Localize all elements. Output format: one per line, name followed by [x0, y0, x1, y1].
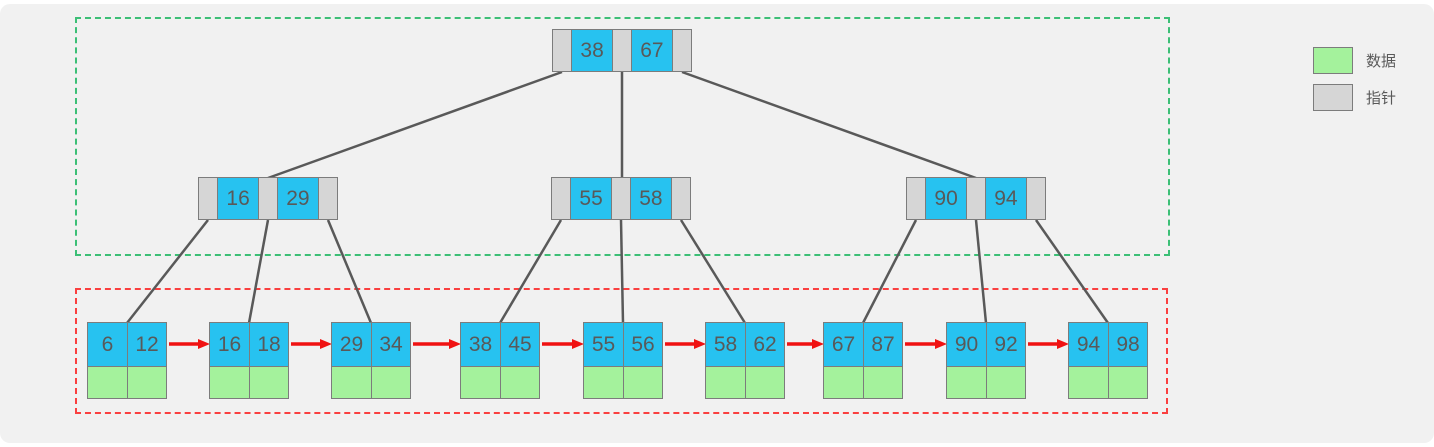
pointer-swatch-icon [1313, 84, 1353, 111]
leaf-node: 90 92 [946, 322, 1026, 399]
internal-node: 16 29 [198, 177, 338, 220]
leaf-node: 38 45 [460, 322, 540, 399]
data-cell [371, 366, 410, 398]
data-cell [500, 366, 539, 398]
pointer-cell [318, 178, 338, 219]
leaf-node: 29 34 [331, 322, 411, 399]
key-cell: 29 [332, 323, 371, 366]
legend-item-data: 数据 [1313, 47, 1396, 74]
pointer-cell [672, 30, 692, 71]
key-cell: 67 [824, 323, 863, 366]
root-edges [267, 70, 977, 180]
key-cell: 12 [127, 323, 166, 366]
legend-item-pointer: 指针 [1313, 84, 1396, 111]
key-cell: 29 [277, 178, 319, 219]
leaf-node: 58 62 [705, 322, 785, 399]
data-cell [88, 366, 127, 398]
key-cell: 92 [986, 323, 1025, 366]
key-cell: 87 [863, 323, 902, 366]
data-cell [584, 366, 623, 398]
pointer-cell [611, 178, 631, 219]
pointer-cell [199, 178, 218, 219]
key-cell: 6 [88, 323, 127, 366]
key-cell: 56 [623, 323, 662, 366]
key-cell: 55 [570, 178, 612, 219]
data-cell [706, 366, 745, 398]
data-cell [1108, 366, 1147, 398]
leaf-node: 67 87 [823, 322, 903, 399]
data-cell [332, 366, 371, 398]
data-cell [461, 366, 500, 398]
pointer-cell [1026, 178, 1046, 219]
legend-label: 指针 [1366, 90, 1397, 107]
data-cell [623, 366, 662, 398]
data-cell [824, 366, 863, 398]
key-cell: 67 [631, 30, 673, 71]
legend: 数据 指针 [1313, 47, 1396, 111]
internal-node: 90 94 [906, 177, 1046, 220]
key-cell: 90 [947, 323, 986, 366]
pointer-cell [258, 178, 278, 219]
diagram-canvas: 38 67 16 29 55 58 90 94 [0, 4, 1434, 443]
key-cell: 34 [371, 323, 410, 366]
key-cell: 62 [745, 323, 784, 366]
key-cell: 94 [1069, 323, 1108, 366]
pointer-cell [671, 178, 691, 219]
data-cell [947, 366, 986, 398]
key-cell: 55 [584, 323, 623, 366]
data-cell [745, 366, 784, 398]
leaf-node: 6 12 [87, 322, 167, 399]
data-cell [249, 366, 288, 398]
data-cell [127, 366, 166, 398]
internal-edges [126, 219, 1110, 324]
key-cell: 98 [1108, 323, 1147, 366]
leaf-node: 16 18 [209, 322, 289, 399]
root-node: 38 67 [552, 29, 692, 72]
internal-node: 55 58 [551, 177, 691, 220]
pointer-cell [552, 178, 571, 219]
pointer-cell [553, 30, 572, 71]
data-cell [863, 366, 902, 398]
key-cell: 45 [500, 323, 539, 366]
pointer-cell [907, 178, 926, 219]
key-cell: 18 [249, 323, 288, 366]
key-cell: 58 [706, 323, 745, 366]
data-cell [1069, 366, 1108, 398]
data-cell [210, 366, 249, 398]
legend-label: 数据 [1366, 53, 1397, 70]
key-cell: 90 [925, 178, 967, 219]
key-cell: 16 [210, 323, 249, 366]
leaf-node: 55 56 [583, 322, 663, 399]
data-swatch-icon [1313, 47, 1353, 74]
key-cell: 38 [461, 323, 500, 366]
key-cell: 38 [571, 30, 613, 71]
tree-edges-and-arrows [126, 70, 1110, 349]
pointer-cell [612, 30, 632, 71]
key-cell: 58 [630, 178, 672, 219]
key-cell: 16 [217, 178, 259, 219]
key-cell: 94 [985, 178, 1027, 219]
data-cell [986, 366, 1025, 398]
leaf-node: 94 98 [1068, 322, 1148, 399]
pointer-cell [966, 178, 986, 219]
